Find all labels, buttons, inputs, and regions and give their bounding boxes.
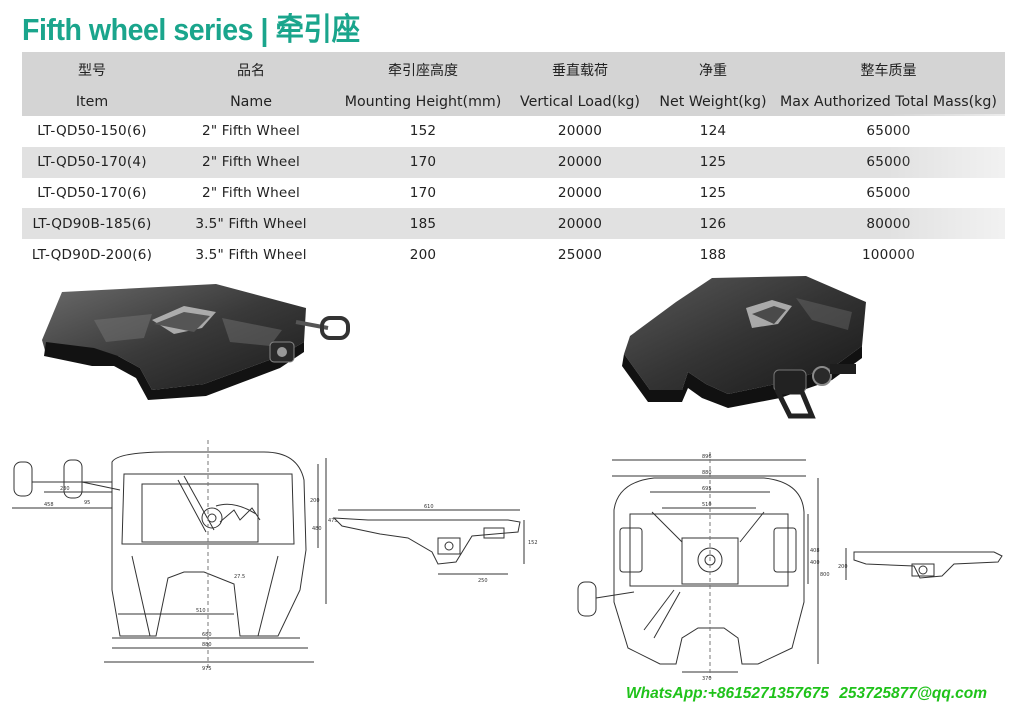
col-load-zh: 垂直载荷 — [506, 52, 654, 88]
fifth-wheel-photo-left — [42, 284, 350, 400]
dim-label: 250 — [478, 578, 488, 584]
dim-label: 480 — [312, 526, 322, 532]
cell-name: 2" Fifth Wheel — [162, 116, 340, 147]
dim-label: 200 — [838, 564, 848, 570]
cell-height: 200 — [340, 239, 506, 270]
col-mass-zh: 整车质量 — [772, 52, 1005, 88]
page-title: Fifth wheel series | 牵引座 — [22, 12, 360, 47]
table-row: LT-QD50-170(6) 2" Fifth Wheel 170 20000 … — [22, 177, 1005, 209]
col-weight-en: Net Weight(kg) — [654, 88, 772, 116]
cell-height: 170 — [340, 146, 506, 178]
cell-mass: 65000 — [772, 116, 1005, 147]
cell-mass: 80000 — [772, 208, 1005, 240]
cell-load: 20000 — [506, 177, 654, 209]
cell-height: 170 — [340, 177, 506, 209]
col-load-en: Vertical Load(kg) — [506, 88, 654, 116]
cell-load: 20000 — [506, 146, 654, 178]
dim-label: 880 — [702, 470, 712, 476]
cell-name: 2" Fifth Wheel — [162, 146, 340, 178]
dim-label: 152 — [528, 540, 538, 546]
dim-label: 458 — [44, 502, 54, 508]
cell-load: 25000 — [506, 239, 654, 270]
cell-weight: 124 — [654, 116, 772, 147]
dim-label: 880 — [202, 642, 212, 648]
cell-item: LT-QD90D-200(6) — [22, 239, 162, 270]
cell-load: 20000 — [506, 116, 654, 147]
cell-weight: 125 — [654, 177, 772, 209]
dim-label: 95 — [84, 500, 90, 506]
cell-item: LT-QD50-170(4) — [22, 146, 162, 178]
cell-height: 152 — [340, 116, 506, 147]
cell-mass: 65000 — [772, 177, 1005, 209]
col-item-en: Item — [22, 88, 162, 116]
cell-mass: 65000 — [772, 146, 1005, 178]
cell-weight: 188 — [654, 239, 772, 270]
dim-label: 510 — [702, 502, 712, 508]
col-name-en: Name — [162, 88, 340, 116]
col-weight-zh: 净重 — [654, 52, 772, 88]
dim-label: 370 — [702, 676, 712, 682]
technical-drawing-right: 896 880 695 510 370 800 408 200 400 — [577, 452, 1003, 682]
header-row-chinese: 型号 品名 牵引座高度 垂直载荷 净重 整车质量 — [22, 52, 1005, 88]
dim-label: 800 — [820, 572, 830, 578]
table-row: LT-QD90D-200(6) 3.5" Fifth Wheel 200 250… — [22, 239, 1005, 270]
dim-label: 510 — [196, 608, 206, 614]
dim-label: 400 — [810, 560, 820, 566]
col-mass-en: Max Authorized Total Mass(kg) — [772, 88, 1005, 116]
cell-item: LT-QD50-150(6) — [22, 116, 162, 147]
whatsapp-contact: WhatsApp:+8615271357675 — [626, 685, 829, 702]
dim-label: 408 — [810, 548, 820, 554]
dim-label: 695 — [702, 486, 712, 492]
fifth-wheel-photo-right — [622, 276, 866, 419]
cell-weight: 126 — [654, 208, 772, 240]
dim-label: 975 — [202, 666, 212, 672]
col-item-zh: 型号 — [22, 52, 162, 88]
cell-weight: 125 — [654, 146, 772, 178]
cell-load: 20000 — [506, 208, 654, 240]
table-row: LT-QD50-170(4) 2" Fifth Wheel 170 20000 … — [22, 146, 1005, 178]
qq-email: 253725877@qq.com — [839, 685, 988, 702]
table-row: LT-QD90B-185(6) 3.5" Fifth Wheel 185 200… — [22, 208, 1005, 240]
cell-item: LT-QD90B-185(6) — [22, 208, 162, 240]
dim-label: 200 — [310, 498, 320, 504]
technical-drawing-left: 458 230 95 27.5 510 680 880 975 480 200 … — [12, 440, 538, 672]
dim-label: 27.5 — [234, 574, 245, 580]
table-row: LT-QD50-150(6) 2" Fifth Wheel 152 20000 … — [22, 116, 1005, 147]
cell-name: 2" Fifth Wheel — [162, 177, 340, 209]
col-name-zh: 品名 — [162, 52, 340, 88]
dim-label: 475 — [328, 518, 338, 524]
cell-height: 185 — [340, 208, 506, 240]
dim-label: 230 — [60, 486, 70, 492]
header-row-english: Item Name Mounting Height(mm) Vertical L… — [22, 88, 1005, 116]
contact-watermark: WhatsApp:+8615271357675 253725877@qq.com — [626, 685, 1006, 707]
cell-name: 3.5" Fifth Wheel — [162, 239, 340, 270]
cell-mass: 100000 — [772, 239, 1005, 270]
cell-item: LT-QD50-170(6) — [22, 177, 162, 209]
cell-name: 3.5" Fifth Wheel — [162, 208, 340, 240]
spec-table: 型号 品名 牵引座高度 垂直载荷 净重 整车质量 Item Name Mount… — [22, 52, 1005, 270]
col-height-zh: 牵引座高度 — [340, 52, 506, 88]
col-height-en: Mounting Height(mm) — [340, 88, 506, 116]
dim-label: 680 — [202, 632, 212, 638]
dim-label: 896 — [702, 454, 712, 460]
dim-label: 610 — [424, 504, 434, 510]
